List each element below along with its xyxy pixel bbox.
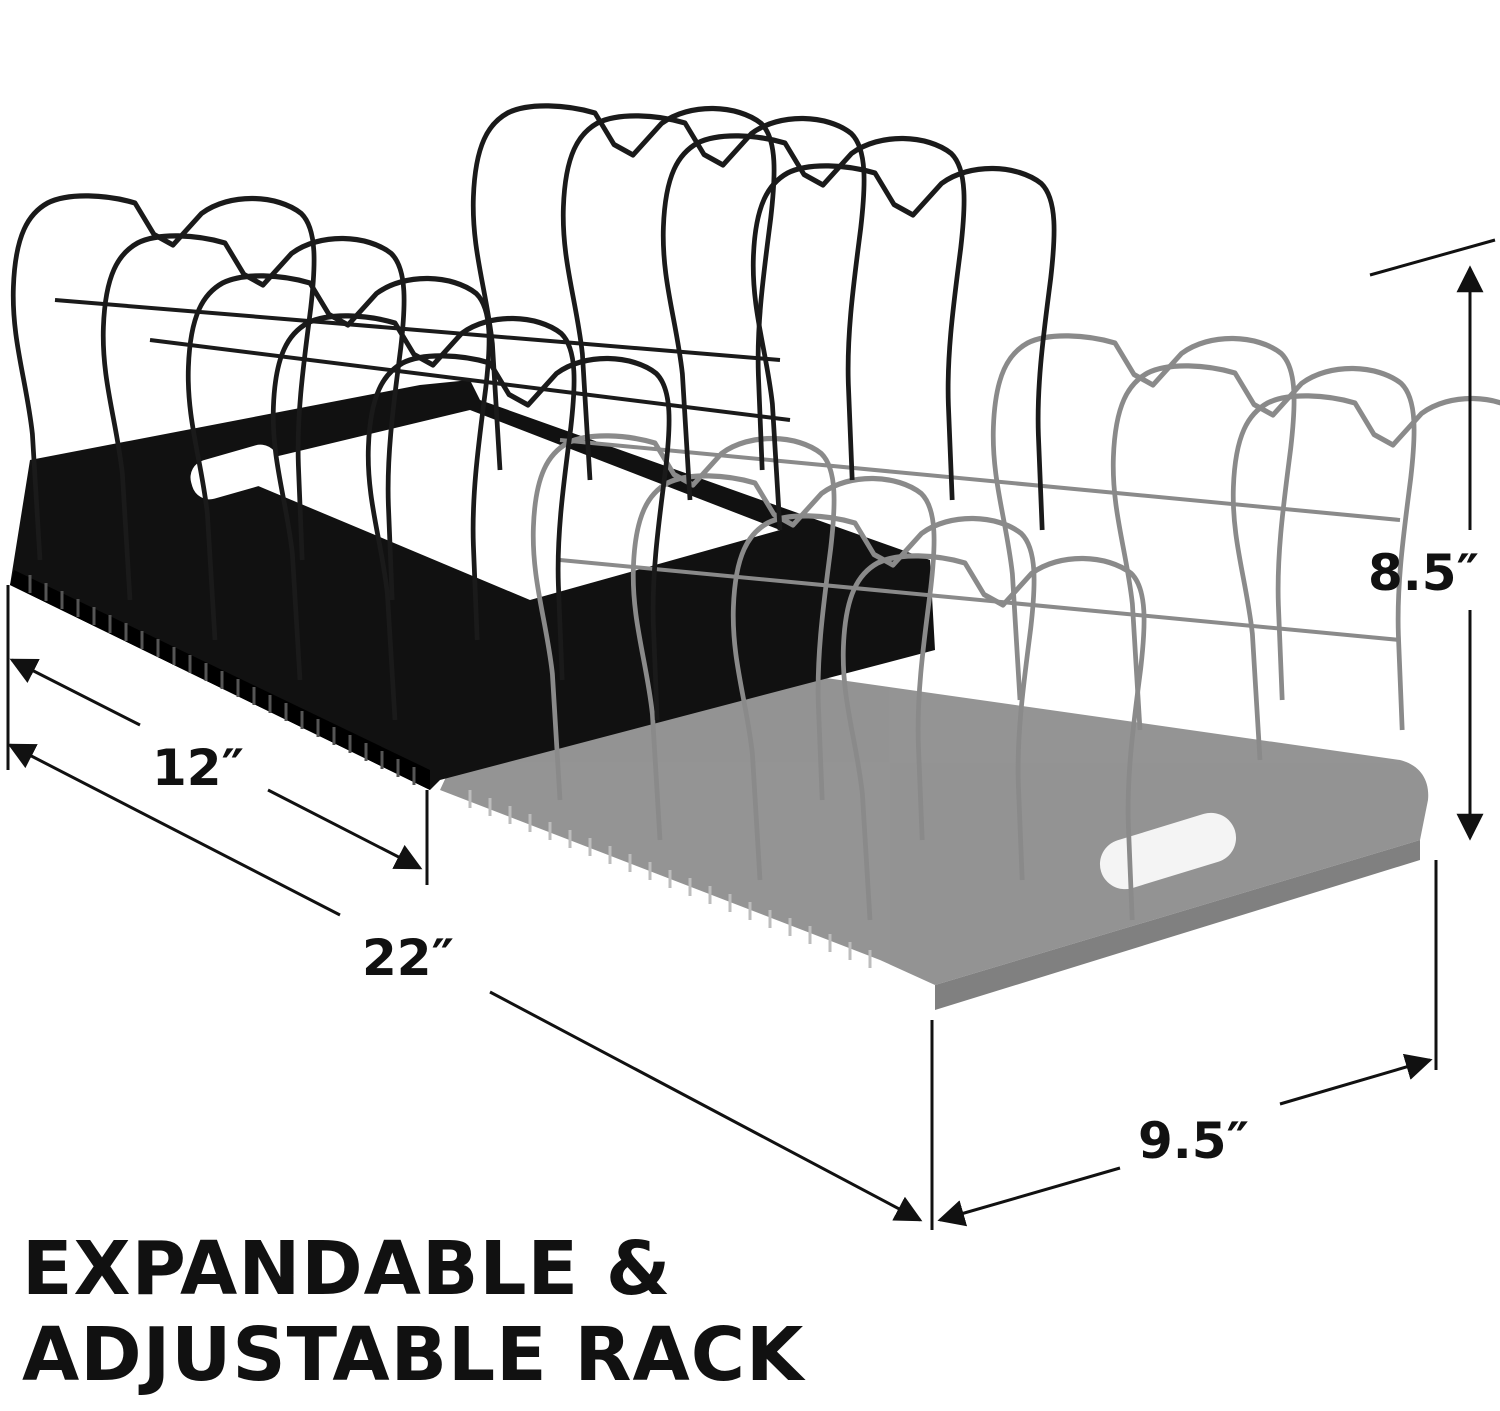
dimension-label-expanded-length: 22″ (362, 929, 454, 987)
extended-dividers (533, 336, 1500, 920)
collapsed-base (10, 380, 935, 790)
dimension-label-collapsed-length: 12″ (152, 739, 244, 797)
base-comb-teeth (28, 575, 416, 785)
dimension-lines (6, 238, 1496, 1230)
dimension-label-height: 8.5″ (1368, 544, 1479, 602)
extended-comb-teeth (468, 790, 872, 968)
headline-line-2: ADJUSTABLE RACK (22, 1312, 805, 1398)
headline: EXPANDABLE & ADJUSTABLE RACK (22, 1226, 1122, 1398)
collapsed-dividers (13, 106, 1054, 720)
headline-line-1: EXPANDABLE & (22, 1226, 672, 1312)
dimension-label-width: 9.5″ (1138, 1112, 1249, 1170)
